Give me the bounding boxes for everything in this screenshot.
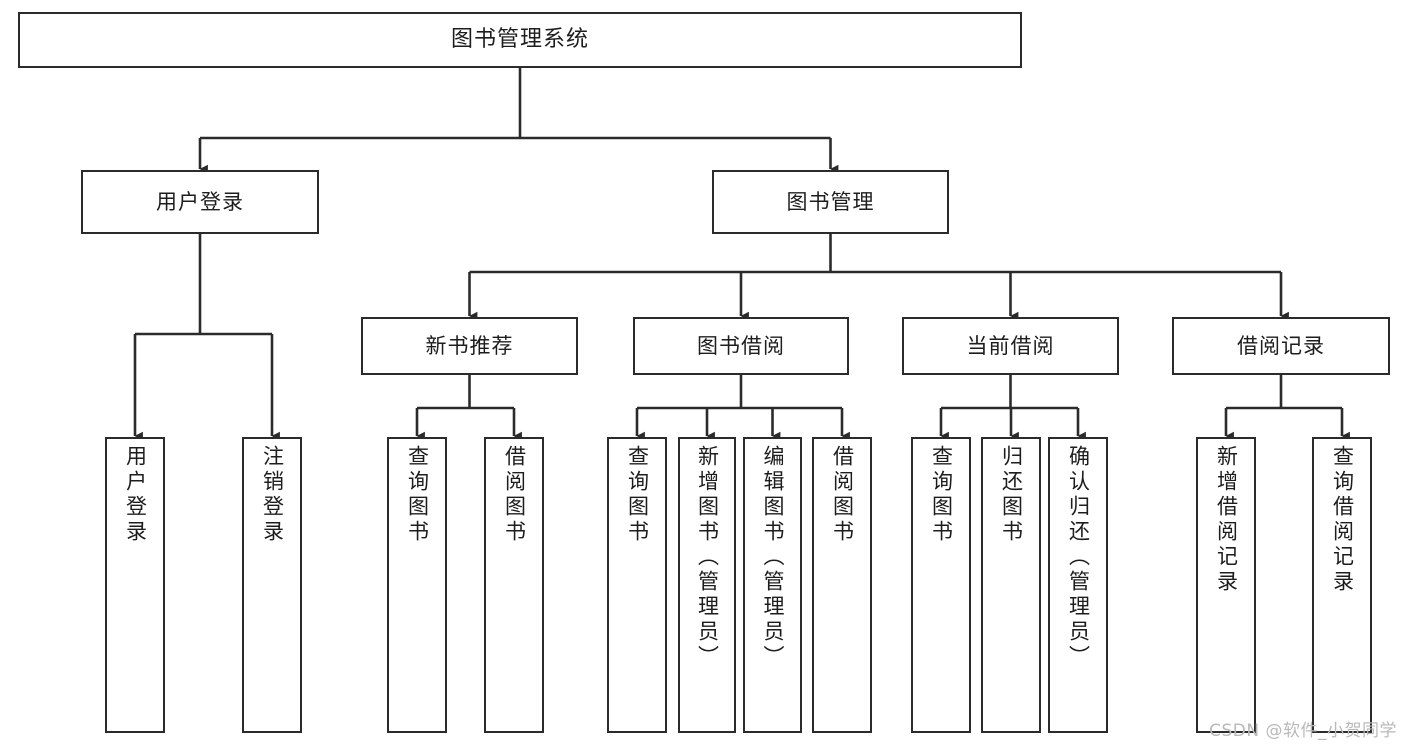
node-label: 注销登录	[260, 445, 285, 545]
node-l2-bookmgmt[interactable]: 图书管理	[712, 170, 949, 234]
node-label: 借阅图书	[502, 445, 527, 545]
node-label: 查询图书	[625, 445, 650, 545]
node-l4-d2[interactable]: 归还图书	[981, 437, 1041, 733]
node-label: 归还图书	[999, 445, 1024, 545]
node-label: 新书推荐	[425, 333, 514, 358]
node-label: 查询图书	[929, 445, 954, 545]
edge-paths	[133, 68, 1350, 441]
node-l4-d3[interactable]: 确认归还（管理员）	[1048, 437, 1108, 733]
node-l4-c2[interactable]: 新增图书（管理员）	[678, 437, 736, 733]
node-l4-e1[interactable]: 新增借阅记录	[1196, 437, 1256, 733]
node-l4-d1[interactable]: 查询图书	[911, 437, 971, 733]
node-label: 用户登录	[123, 445, 148, 545]
node-label: 图书借阅	[697, 333, 785, 358]
node-l3-records[interactable]: 借阅记录	[1172, 317, 1390, 375]
node-label: 图书管理	[786, 189, 875, 214]
node-label: 借阅图书	[830, 445, 855, 545]
node-label: 编辑图书（管理员）	[761, 445, 785, 670]
node-root[interactable]: 图书管理系统	[18, 12, 1022, 68]
node-l4-c3[interactable]: 编辑图书（管理员）	[743, 437, 802, 733]
node-l3-newbook[interactable]: 新书推荐	[361, 317, 578, 375]
node-label: 借阅记录	[1237, 333, 1325, 358]
node-l4-b1[interactable]: 查询图书	[387, 437, 447, 733]
node-label: 图书管理系统	[450, 27, 589, 53]
node-l3-current[interactable]: 当前借阅	[902, 317, 1119, 375]
node-label: 新增借阅记录	[1214, 445, 1239, 595]
node-l4-b2[interactable]: 借阅图书	[484, 437, 544, 733]
node-l4-c1[interactable]: 查询图书	[607, 437, 667, 733]
node-l2-login[interactable]: 用户登录	[81, 170, 319, 234]
node-label: 用户登录	[156, 189, 244, 214]
node-l4-a2[interactable]: 注销登录	[242, 437, 302, 733]
node-label: 新增图书（管理员）	[695, 445, 720, 670]
node-label: 查询借阅记录	[1330, 445, 1355, 595]
node-label: 当前借阅	[966, 333, 1055, 358]
node-l4-a1[interactable]: 用户登录	[105, 437, 165, 733]
node-label: 查询图书	[405, 445, 430, 545]
watermark-text: CSDN @软件_小贺同学	[1209, 721, 1397, 741]
node-l4-e2[interactable]: 查询借阅记录	[1312, 437, 1372, 733]
node-label: 确认归还（管理员）	[1066, 445, 1091, 670]
node-l4-c4[interactable]: 借阅图书	[812, 437, 872, 733]
node-l3-borrow[interactable]: 图书借阅	[633, 317, 849, 375]
